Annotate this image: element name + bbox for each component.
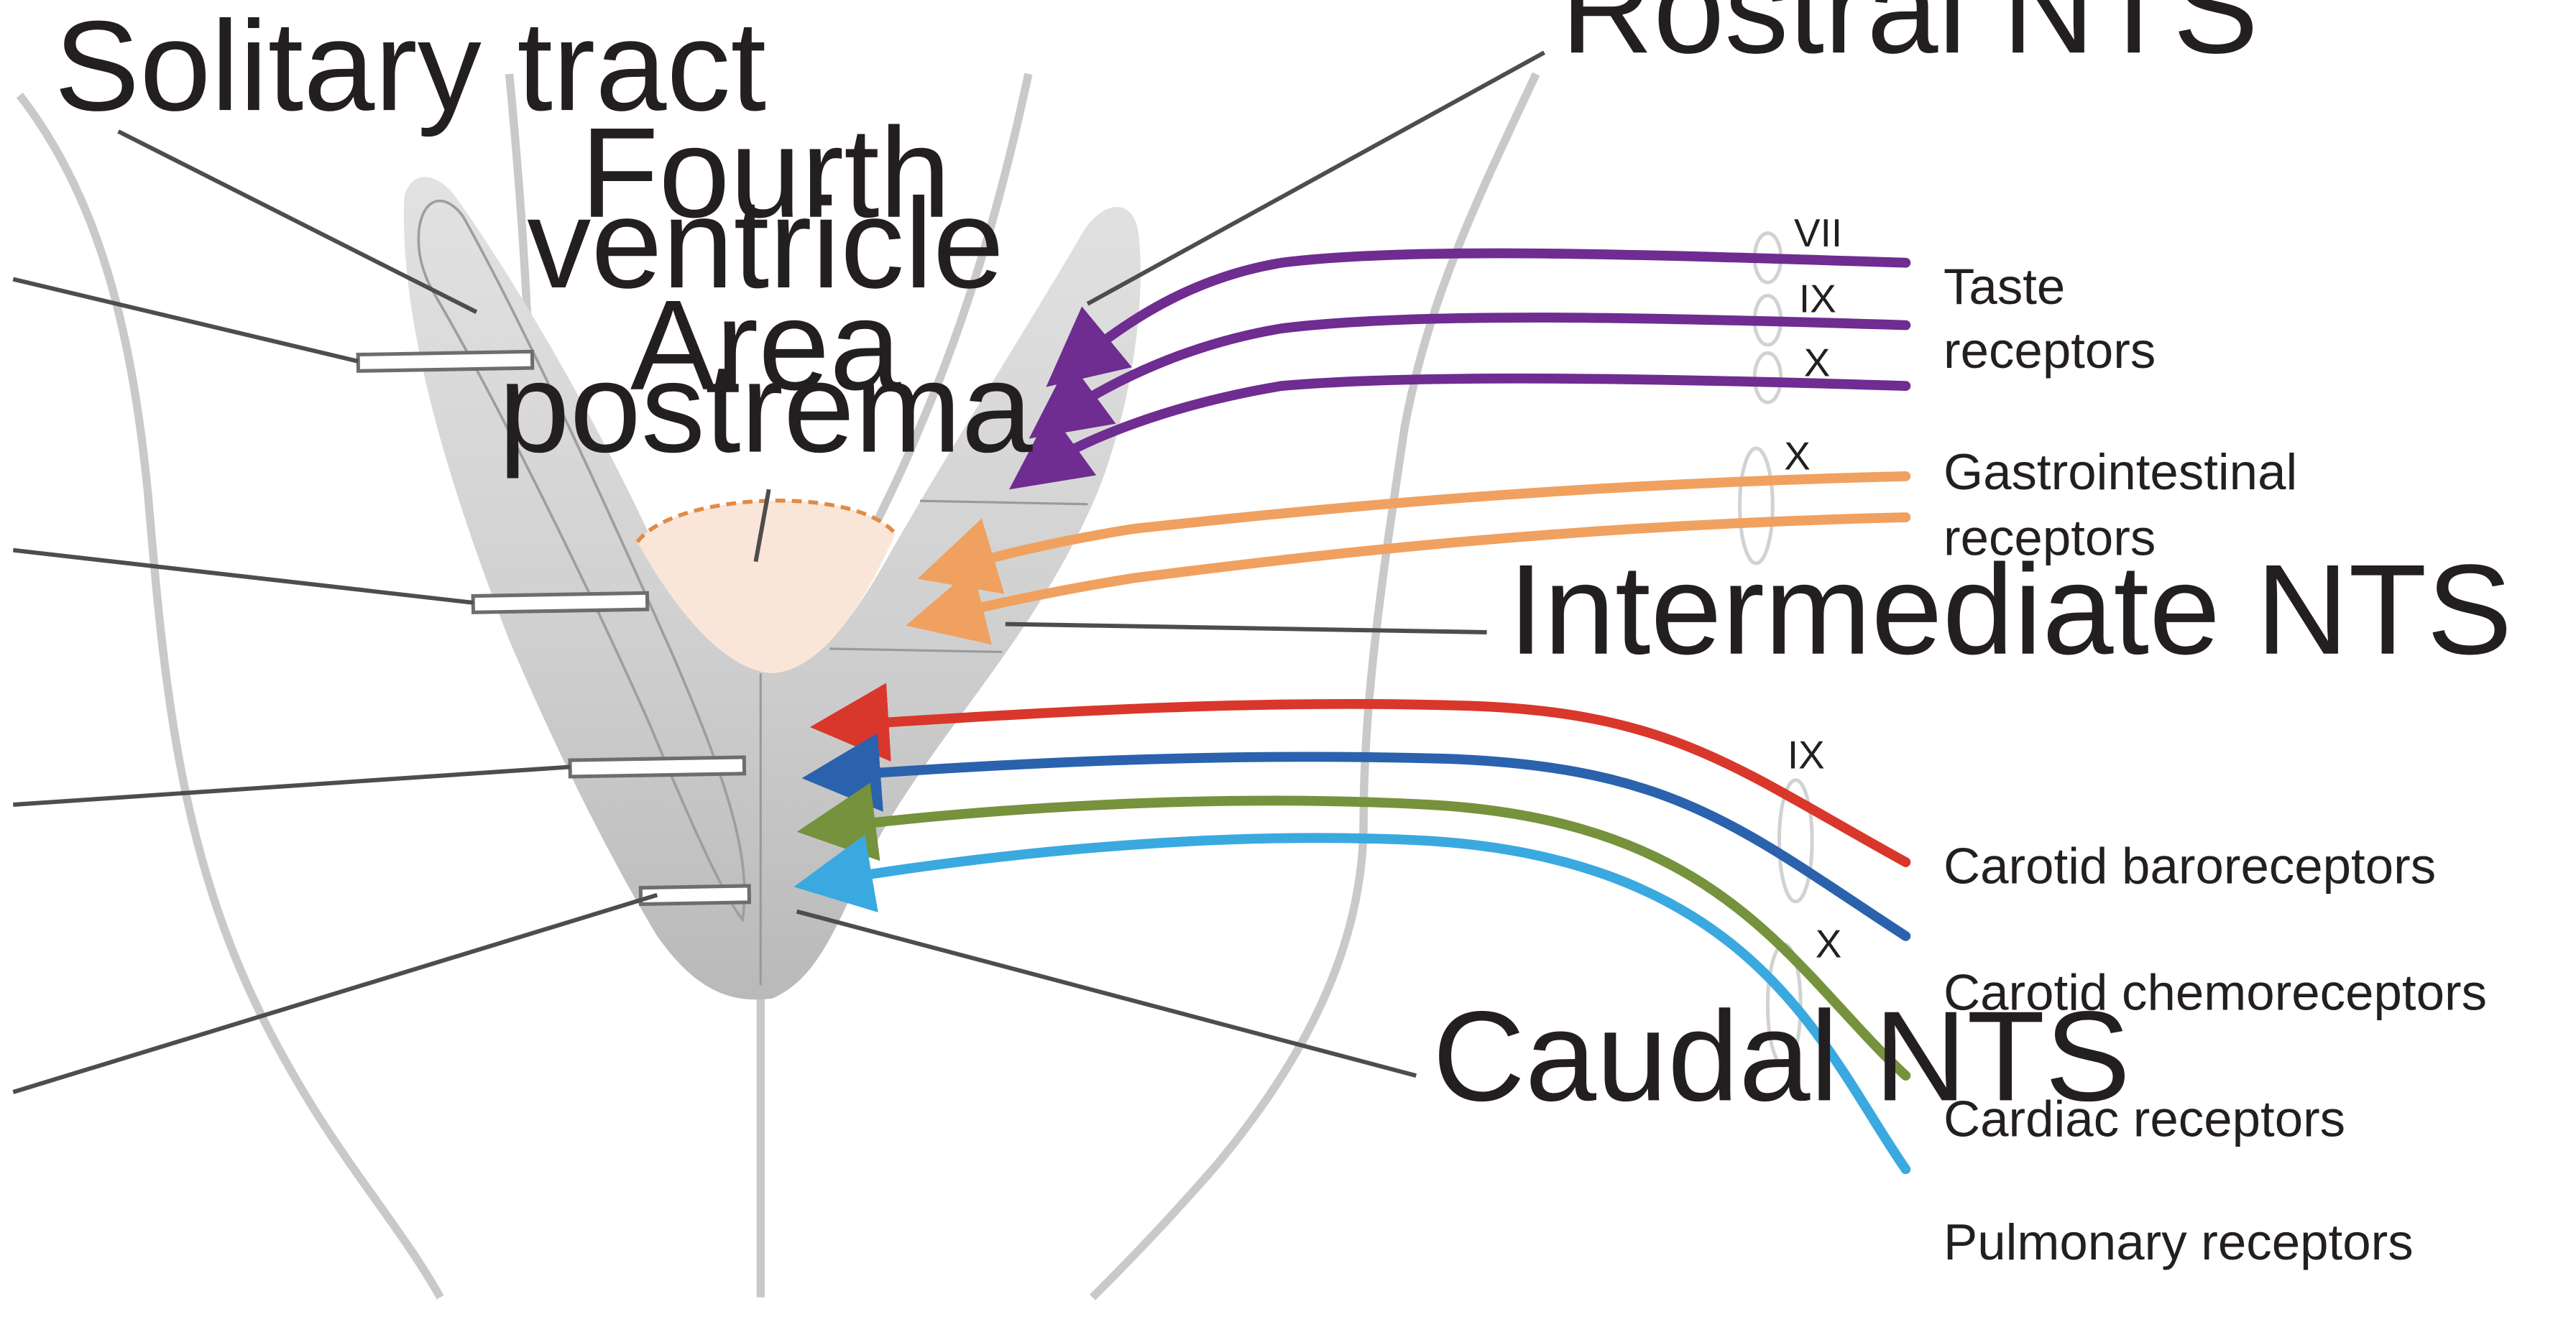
receptor-taste-line1: Taste	[1944, 259, 2065, 315]
receptor-gi-line1: Gastrointestinal	[1944, 444, 2297, 501]
nerve-ring-ix-cardio	[1777, 778, 1814, 904]
receptor-gi-line2: receptors	[1944, 510, 2156, 567]
area-postrema	[637, 500, 896, 674]
label-fourth-ventricle-line1: Fourth	[581, 101, 951, 244]
leader-plane-2	[12, 547, 474, 605]
fiber-taste-vii	[1046, 248, 1911, 387]
solitary-tract-outline	[417, 199, 746, 923]
leader-caudal-nts	[796, 909, 1417, 1078]
section-leaders	[12, 50, 1546, 1094]
outline-right-outer	[1089, 72, 1540, 1300]
fiber-taste-ix	[1029, 313, 1911, 439]
leader-intermediate-nts	[1005, 621, 1487, 634]
nerve-ring-x-gi	[1738, 446, 1775, 565]
label-area-postrema-line1: Area	[630, 274, 901, 417]
leader-rostral-nts	[1086, 50, 1546, 306]
nerve-label-x-gi: X	[1784, 434, 1811, 479]
nerve-label-vii: VII	[1794, 211, 1842, 255]
area-postrema-border	[635, 499, 897, 543]
intermediate-caudal-boundary	[829, 647, 1003, 654]
leader-plane-1	[12, 277, 359, 364]
brainstem-outline	[16, 72, 1540, 1300]
section-plane-1	[356, 349, 535, 373]
section-planes	[356, 349, 752, 907]
section-plane-2	[471, 591, 650, 614]
region-labels: Solitary tract Rostral NTS Fourth ventri…	[54, 0, 2512, 1127]
receptor-taste-line2: receptors	[1944, 323, 2156, 379]
fiber-pulmonary	[794, 833, 1911, 1175]
label-caudal-nts: Caudal NTS	[1432, 984, 2130, 1127]
receptor-pulmonary: Pulmonary receptors	[1944, 1214, 2414, 1271]
fiber-taste-x	[1009, 373, 1911, 490]
receptor-cardiac: Cardiac receptors	[1944, 1091, 2345, 1148]
label-fourth-ventricle-line2: ventricle	[527, 172, 1004, 315]
fiber-gi-2	[906, 512, 1911, 645]
receptor-carotid-chemo: Carotid chemoreceptors	[1944, 965, 2487, 1022]
fiber-gi-1	[917, 471, 1911, 594]
label-area-postrema-line2: postrema	[499, 336, 1034, 479]
receptor-labels: Taste receptors Gastrointestinal recepto…	[1944, 259, 2487, 1271]
leader-plane-3	[13, 764, 571, 807]
fiber-carotid-chemo	[801, 733, 1911, 941]
section-plane-3	[568, 755, 747, 779]
nerve-labels: VII IX X X IX X	[1784, 211, 1842, 966]
receptor-carotid-baro: Carotid baroreceptors	[1944, 838, 2436, 895]
outline-left-outer	[16, 93, 444, 1300]
leader-plane-4	[12, 892, 658, 1094]
leader-solitary-tract	[117, 129, 478, 314]
outline-right-ventricle-wall	[863, 73, 1033, 544]
nerve-label-x-taste: X	[1804, 340, 1831, 384]
nerve-label-x-cardio: X	[1816, 922, 1842, 966]
nerve-label-ix-cardio: IX	[1788, 733, 1825, 777]
leader-area-postrema	[753, 489, 771, 563]
nerve-label-ix-taste: IX	[1799, 276, 1836, 320]
fiber-carotid-baro	[809, 683, 1911, 867]
label-intermediate-nts: Intermediate NTS	[1508, 538, 2512, 681]
section-plane-4	[638, 884, 752, 907]
label-solitary-tract: Solitary tract	[54, 0, 766, 137]
rostral-intermediate-boundary	[919, 499, 1088, 506]
nts-region	[403, 177, 1141, 1000]
label-rostral-nts: Rostral NTS	[1560, 0, 2258, 80]
afferent-fibers	[794, 248, 1911, 1175]
fiber-cardiac	[796, 782, 1911, 1081]
